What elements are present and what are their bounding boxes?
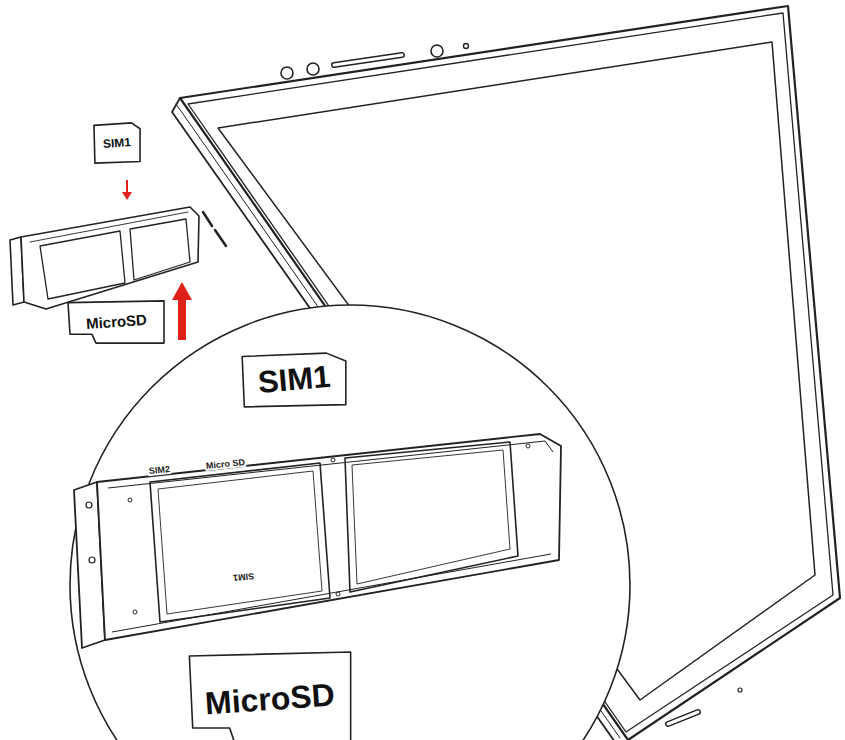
sensor [464,44,469,49]
tray-slot-rim [352,450,510,584]
speaker [334,55,402,65]
mic-hole [738,688,742,692]
camera [307,63,319,75]
tray-slot [150,463,330,622]
tray [21,207,199,309]
speaker [334,55,402,65]
tray-slot [40,231,125,299]
arrow [178,298,186,340]
tray [97,434,561,640]
usb-port [668,712,698,724]
tray-dot [331,458,335,462]
tray-slot [345,442,518,592]
zoom-tray [74,434,561,648]
tray-slot-rim [158,471,322,614]
tray-rim [112,554,551,632]
zoom-circle [70,305,630,740]
arrow [172,282,192,300]
tray-hole [89,557,95,563]
tray-dot [128,498,132,502]
tray-dot [133,610,137,614]
sim-card: SIM1 [93,122,141,164]
camera [281,67,293,79]
arrow [126,180,128,193]
sim-card: SIM1 [240,352,348,408]
tray-hole [86,502,92,508]
side-button [203,212,212,226]
usb-port [668,712,698,724]
tray-dot [526,444,530,448]
microsd-card: MicroSD [186,650,354,740]
tray-dot [336,592,340,596]
arrow [122,192,132,200]
tray-slot [130,219,190,280]
camera [431,45,443,57]
card-label: SIM1 [257,361,332,400]
tray-marking: SIM1 [232,571,256,582]
card-label: SIM1 [103,136,132,151]
microsd-card: MicroSD [66,300,166,344]
tray-rim [108,441,553,488]
tray-rim [30,212,188,242]
side-button [215,230,226,246]
